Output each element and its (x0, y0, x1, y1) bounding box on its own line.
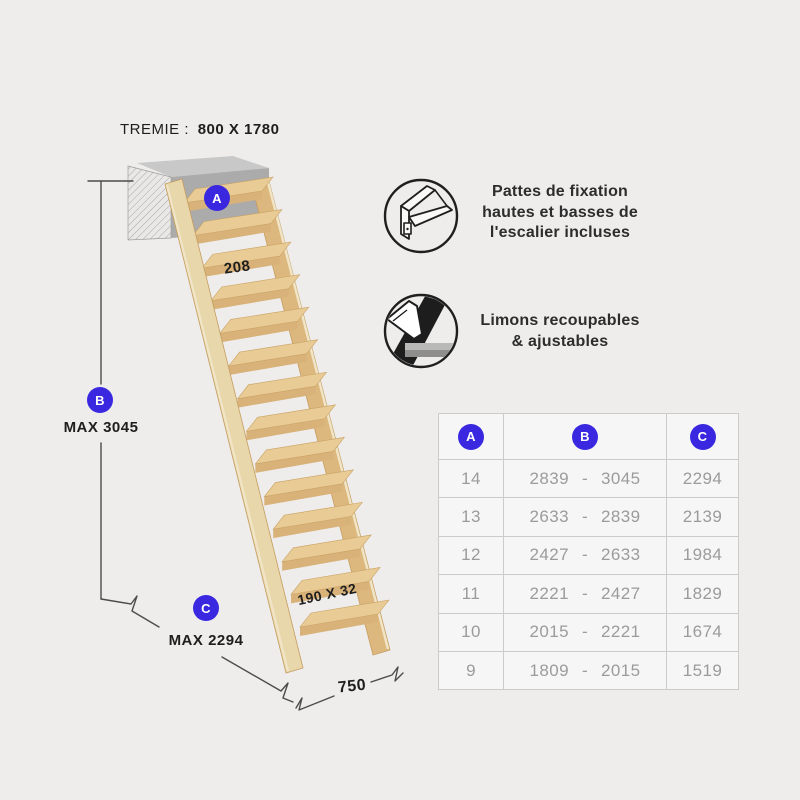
tread (272, 501, 363, 530)
table-cell-run: 1519 (666, 650, 738, 690)
dimension-lines (87, 180, 404, 711)
badge-c: C (193, 595, 219, 621)
tread (246, 418, 325, 441)
feature-fixation-text: Pattes de fixation hautes et basses de l… (460, 182, 660, 244)
tread (218, 306, 310, 334)
tread (210, 274, 301, 302)
range-to: 2427 (601, 583, 641, 603)
table-cell-run: 1674 (666, 612, 738, 651)
table-cell-steps: 13 (439, 497, 503, 535)
range-from: 2839 (529, 468, 569, 488)
range-to: 2221 (601, 622, 641, 642)
tread (281, 534, 372, 563)
dim-width-line-right (370, 666, 404, 683)
tread (263, 469, 355, 497)
tread (237, 386, 316, 408)
table-cell-steps: 11 (439, 574, 503, 612)
table-header-cell-c: C (666, 414, 738, 459)
table-cell-steps: 14 (439, 459, 503, 497)
table-header-badge-c: C (689, 423, 716, 450)
range-from: 2427 (529, 545, 569, 565)
range-to: 3045 (601, 468, 641, 488)
range-from: 2633 (529, 507, 569, 527)
range-separator: - (581, 507, 589, 527)
table-cell-run: 1984 (666, 535, 738, 575)
feature-line: Pattes de fixation (491, 183, 629, 200)
tread (273, 516, 352, 539)
left-stringer (164, 178, 304, 674)
tread (300, 614, 378, 636)
tread (290, 567, 381, 595)
range-separator: - (581, 660, 589, 680)
tremie-hatched-wall (127, 165, 172, 241)
tremie-label-text: TREMIE : (120, 121, 190, 138)
range-from: 2221 (529, 583, 569, 603)
tread (219, 321, 298, 343)
table-header-cell-b: B (503, 414, 666, 459)
table-header-badge-a: A (458, 423, 484, 450)
dim-b-arrow (100, 595, 160, 628)
tremie-value-text: 800 X 1780 (197, 121, 280, 138)
table-cell-run: 2294 (666, 459, 738, 498)
tread (228, 353, 307, 376)
range-separator: - (581, 622, 589, 642)
tread (201, 241, 292, 269)
dim-width-line-left (295, 695, 335, 711)
table-cell-height-range: 2839-3045 (503, 459, 666, 498)
range-to: 2839 (601, 507, 641, 527)
tremie-dimension-label: TREMIE : 800 X 1780 (120, 121, 279, 138)
tread (210, 288, 289, 310)
tread (255, 451, 334, 473)
tread (291, 581, 370, 604)
range-to: 2015 (601, 660, 641, 680)
feature-line: l'escalier incluses (489, 224, 631, 241)
table-cell-run: 2139 (666, 497, 738, 536)
table-cell-height-range: 2221-2427 (503, 574, 666, 613)
table-cell-height-range: 2015-2221 (503, 612, 666, 651)
range-from: 1809 (529, 660, 569, 680)
table-cell-height-range: 1809-2015 (503, 650, 666, 690)
range-separator: - (581, 583, 589, 603)
tread (264, 483, 343, 506)
tread (192, 223, 271, 245)
feature-line: hautes et basses de (482, 203, 638, 221)
tread (254, 436, 346, 465)
badge-b: B (87, 387, 113, 413)
saw-cutting-stringer-icon (383, 293, 459, 369)
range-separator: - (581, 545, 589, 565)
range-from: 2015 (529, 622, 569, 642)
max-run-label: MAX 2294 (168, 632, 244, 649)
table-cell-steps: 10 (439, 612, 503, 651)
table-header-badge-b: B (572, 423, 598, 450)
tread (192, 209, 283, 237)
tread (201, 256, 280, 278)
tread (282, 548, 361, 571)
dim-c-line (221, 656, 294, 703)
table-cell-run: 1829 (666, 574, 738, 613)
tread (236, 371, 328, 400)
feature-line: Limons recoupables (480, 312, 640, 329)
feature-stringers-text: Limons recoupables & ajustables (460, 311, 660, 352)
riser-height-label: 208 (222, 257, 252, 278)
tread (245, 404, 337, 432)
tremie-box-top (137, 156, 269, 177)
table-header-cell-a: A (439, 414, 503, 459)
table-cell-steps: 12 (439, 535, 503, 574)
table-cell-steps: 9 (439, 650, 503, 689)
range-separator: - (581, 468, 589, 488)
max-height-label: MAX 3045 (63, 419, 139, 436)
feature-line: & ajustables (511, 332, 609, 350)
tread (227, 339, 319, 367)
tread (299, 599, 390, 628)
stringer-bracket-icon (383, 178, 459, 254)
range-to: 2633 (601, 545, 641, 565)
table-cell-height-range: 2633-2839 (503, 497, 666, 536)
badge-a: A (204, 185, 230, 211)
stair-width-label: 750 (337, 676, 367, 697)
table-cell-height-range: 2427-2633 (503, 535, 666, 575)
